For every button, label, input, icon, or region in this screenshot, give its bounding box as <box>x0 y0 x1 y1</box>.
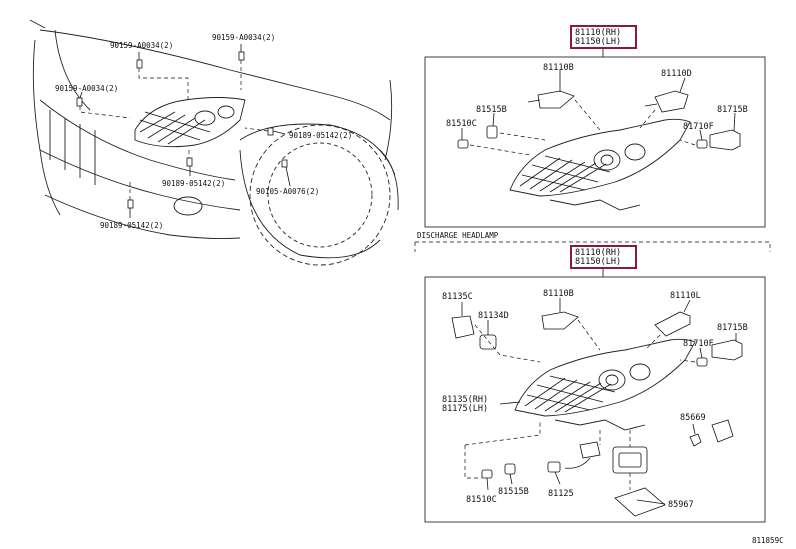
lower-part-81110l: 81110L <box>670 291 701 301</box>
lower-part-85669: 85669 <box>680 413 706 423</box>
upper-part-81710f: 81710F <box>683 122 714 132</box>
label-bolt-90159-a: 90159-A0034(2) <box>110 41 173 50</box>
upper-part-81110d: 81110D <box>661 69 692 79</box>
figure-id: 811859C <box>752 536 784 545</box>
lower-header-rh: 81110(RH) <box>575 248 621 258</box>
label-nut-90105: 90105-A0076(2) <box>256 187 319 196</box>
label-bolt-90189-a: 90189-05142(2) <box>289 131 352 140</box>
upper-part-81510c: 81510C <box>446 119 477 129</box>
lower-headlamp-box <box>424 245 766 523</box>
label-bolt-90159-b: 90159-A0034(2) <box>212 33 275 42</box>
lower-headlamp-drawing <box>451 298 743 517</box>
lower-part-81175lh: 81175(LH) <box>442 404 488 414</box>
section-title-discharge-headlamp: DISCHARGE HEADLAMP <box>417 231 499 240</box>
lower-part-81125: 81125 <box>548 489 574 499</box>
upper-header-rh: 81110(RH) <box>575 28 621 38</box>
lower-part-81110b: 81110B <box>543 289 574 299</box>
label-bolt-90189-b: 90189-05142(2) <box>162 179 225 188</box>
upper-headlamp-box <box>424 25 766 228</box>
upper-headlamp-drawing <box>457 70 741 211</box>
label-bolt-90159-c: 90159-A0034(2) <box>55 84 118 93</box>
lower-header-lh: 81150(LH) <box>575 257 621 267</box>
lower-part-81510c: 81510C <box>466 495 497 505</box>
lower-part-81515b: 81515B <box>498 487 529 497</box>
upper-part-81110b: 81110B <box>543 63 574 73</box>
lower-part-81135rh: 81135(RH) <box>442 395 488 405</box>
label-bolt-90189-c: 90189-05142(2) <box>100 221 163 230</box>
lower-part-85967: 85967 <box>668 500 694 510</box>
vehicle-front-illustration <box>29 19 399 266</box>
lower-part-number-highlight <box>570 245 637 269</box>
upper-part-81715b: 81715B <box>717 105 748 115</box>
upper-part-81515b: 81515B <box>476 105 507 115</box>
upper-header-lh: 81150(LH) <box>575 37 621 47</box>
lower-part-81715b: 81715B <box>717 323 748 333</box>
lower-part-81710f: 81710F <box>683 339 714 349</box>
upper-part-number-highlight <box>570 25 637 49</box>
lower-part-81134d: 81134D <box>478 311 509 321</box>
lower-part-81135c: 81135C <box>442 292 473 302</box>
